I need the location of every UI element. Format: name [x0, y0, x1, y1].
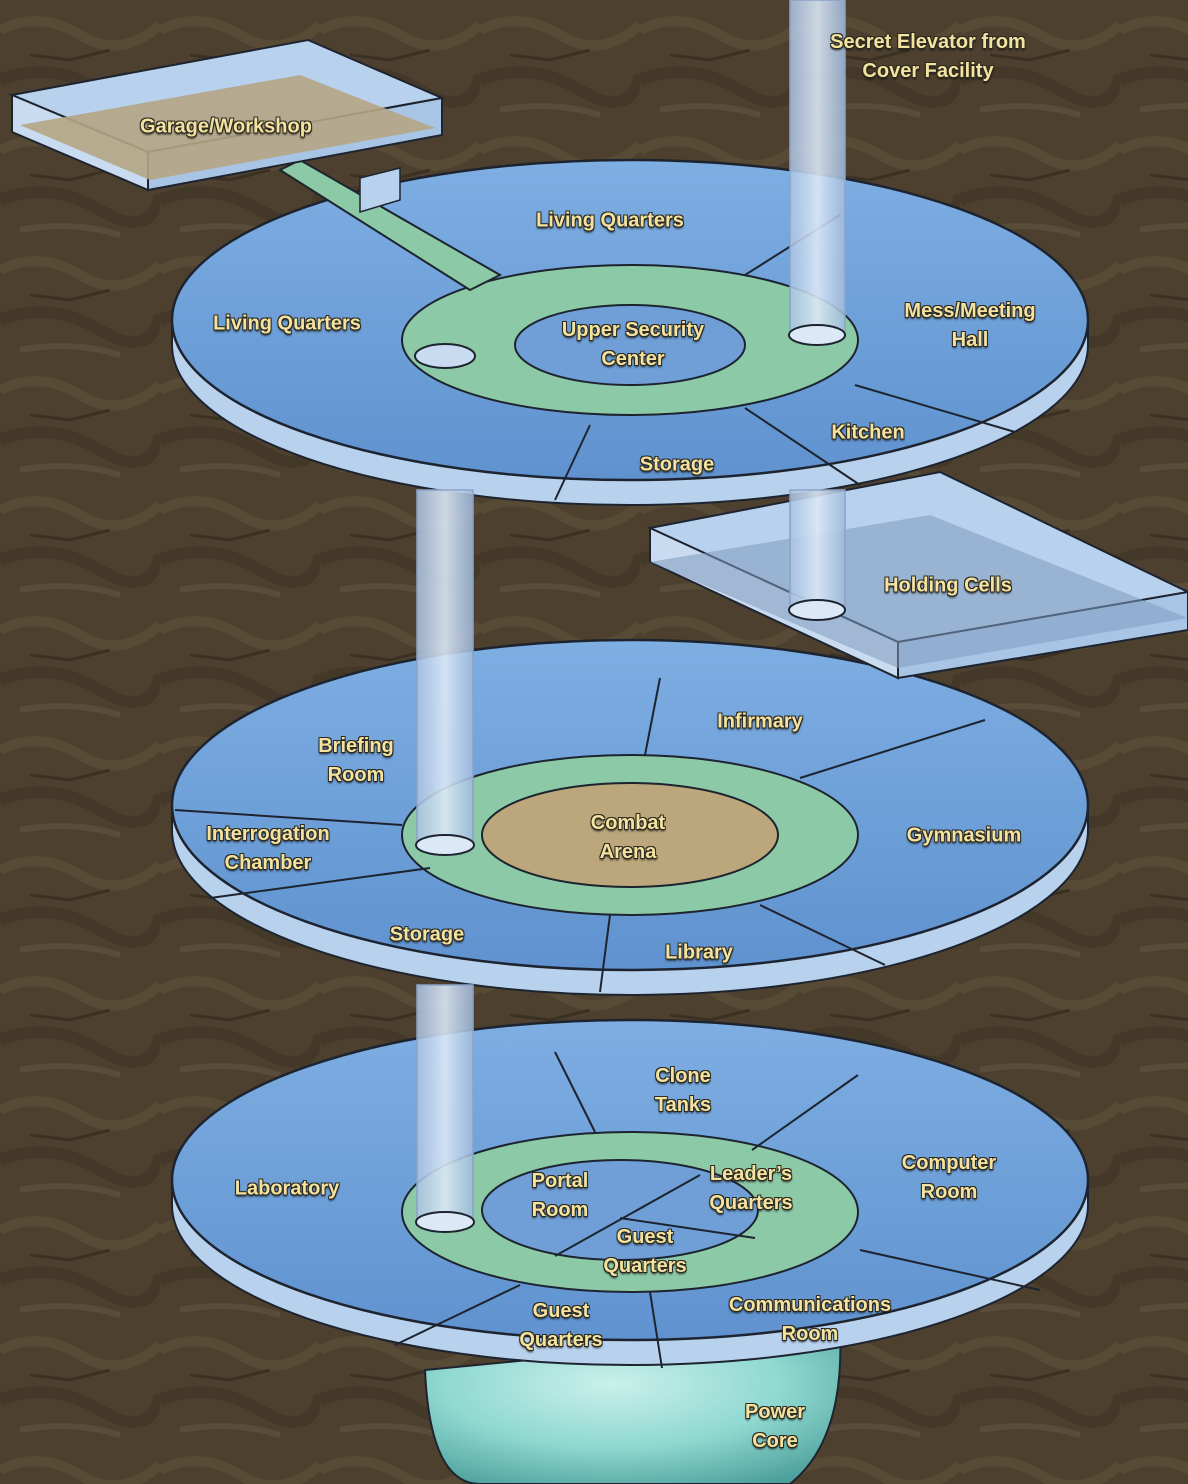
garage-workshop-block: [8, 38, 446, 192]
bottom-level: [170, 1018, 1090, 1369]
label-storage-middle: Storage: [389, 923, 465, 946]
upper-hatch: [414, 343, 476, 369]
label-living-quarters-top: Living Quarters: [536, 209, 684, 232]
middle-level: [170, 638, 1090, 996]
label-storage-upper: Storage: [639, 453, 715, 476]
bottom-level-inner-core: [481, 1159, 759, 1261]
secret-elevator-base: [788, 324, 846, 346]
label-laboratory: Laboratory: [234, 1177, 340, 1200]
label-garage-workshop: Garage/Workshop: [140, 115, 312, 138]
label-holding-cells: Holding Cells: [884, 574, 1012, 597]
label-kitchen: Kitchen: [831, 421, 905, 444]
label-library: Library: [665, 941, 733, 964]
upper-security-center-floor: [514, 304, 746, 386]
label-infirmary: Infirmary: [717, 710, 803, 733]
combat-arena-floor: [481, 782, 779, 888]
elevator-shafts: [415, 0, 846, 1233]
label-gymnasium: Gymnasium: [906, 824, 1022, 847]
top-level: [170, 158, 1090, 506]
label-living-quarters-left: Living Quarters: [213, 312, 361, 335]
holding-cells-block: [646, 470, 1188, 680]
